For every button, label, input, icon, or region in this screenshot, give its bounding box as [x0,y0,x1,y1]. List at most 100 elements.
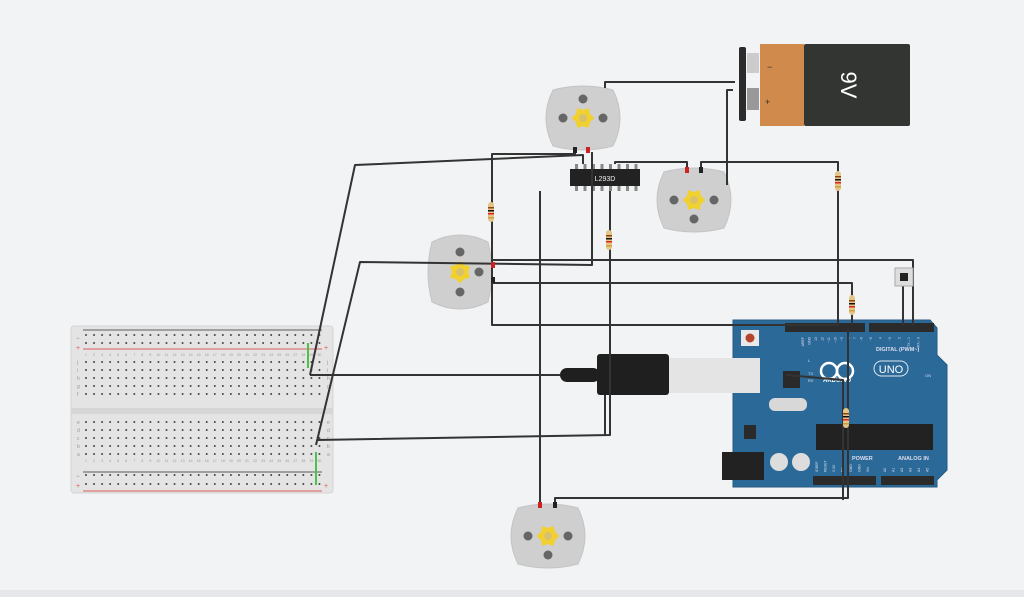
breadboard-hole[interactable] [165,377,168,379]
breadboard-hole[interactable] [149,421,152,423]
breadboard-hole[interactable] [149,393,152,395]
breadboard-hole[interactable] [254,369,257,371]
breadboard-hole[interactable] [270,334,273,336]
analog-header[interactable] [881,476,934,485]
breadboard-hole[interactable] [173,474,176,476]
breadboard-hole[interactable] [213,421,216,423]
breadboard-hole[interactable] [85,453,87,455]
breadboard-hole[interactable] [229,377,232,379]
breadboard-hole[interactable] [294,342,297,344]
breadboard-hole[interactable] [157,474,160,476]
breadboard-hole[interactable] [270,429,273,431]
breadboard-hole[interactable] [286,334,289,336]
breadboard-hole[interactable] [213,369,216,371]
resistor[interactable] [843,408,849,428]
power-header[interactable] [813,476,876,485]
breadboard-hole[interactable] [157,361,160,363]
breadboard-hole[interactable] [133,334,136,336]
breadboard-hole[interactable] [141,369,144,371]
breadboard-hole[interactable] [262,429,265,431]
breadboard-hole[interactable] [141,483,144,485]
breadboard-hole[interactable] [85,474,87,476]
breadboard-hole[interactable] [125,369,128,371]
breadboard-hole[interactable] [286,445,289,447]
breadboard-hole[interactable] [302,429,305,431]
breadboard-hole[interactable] [278,445,281,447]
breadboard-hole[interactable] [278,421,281,423]
breadboard-hole[interactable] [302,334,305,336]
breadboard-hole[interactable] [85,445,87,447]
breadboard-hole[interactable] [133,385,136,387]
l293d-chip[interactable]: L293D [570,164,640,191]
breadboard-hole[interactable] [278,437,281,439]
breadboard-hole[interactable] [85,483,87,485]
breadboard-hole[interactable] [262,369,265,371]
breadboard-hole[interactable] [181,483,184,485]
wire[interactable] [700,161,839,325]
breadboard-hole[interactable] [270,361,273,363]
breadboard-hole[interactable] [141,393,144,395]
breadboard-hole[interactable] [125,474,128,476]
breadboard-hole[interactable] [262,393,265,395]
breadboard-hole[interactable] [254,385,257,387]
breadboard-hole[interactable] [229,437,232,439]
breadboard-hole[interactable] [213,483,216,485]
breadboard-hole[interactable] [262,421,265,423]
breadboard-hole[interactable] [173,421,176,423]
breadboard-hole[interactable] [270,385,273,387]
breadboard-hole[interactable] [149,369,152,371]
breadboard-hole[interactable] [85,342,87,344]
breadboard-hole[interactable] [237,429,240,431]
breadboard-hole[interactable] [229,342,232,344]
breadboard-hole[interactable] [229,429,232,431]
breadboard-hole[interactable] [286,361,289,363]
breadboard-hole[interactable] [254,445,257,447]
breadboard-hole[interactable] [133,429,136,431]
breadboard-hole[interactable] [189,334,192,336]
breadboard-hole[interactable] [310,445,313,447]
breadboard-hole[interactable] [101,453,104,455]
breadboard-hole[interactable] [294,437,297,439]
breadboard-hole[interactable] [149,334,152,336]
breadboard-hole[interactable] [229,385,232,387]
breadboard-hole[interactable] [133,342,136,344]
breadboard-hole[interactable] [229,483,232,485]
breadboard-hole[interactable] [117,334,120,336]
breadboard-hole[interactable] [165,369,168,371]
breadboard-hole[interactable] [117,385,120,387]
battery-9v[interactable]: −+9V [739,44,910,126]
breadboard-hole[interactable] [286,377,289,379]
breadboard-hole[interactable] [85,377,87,379]
breadboard-hole[interactable] [101,377,104,379]
breadboard-hole[interactable] [262,342,265,344]
breadboard-hole[interactable] [101,369,104,371]
breadboard-hole[interactable] [286,437,289,439]
breadboard-hole[interactable] [318,393,321,395]
breadboard-hole[interactable] [85,437,87,439]
breadboard-hole[interactable] [101,421,104,423]
breadboard-hole[interactable] [93,385,96,387]
breadboard-hole[interactable] [205,453,208,455]
breadboard-hole[interactable] [302,361,305,363]
breadboard-hole[interactable] [310,393,313,395]
breadboard-hole[interactable] [197,393,200,395]
breadboard-hole[interactable] [213,361,216,363]
breadboard-hole[interactable] [246,453,248,455]
breadboard-hole[interactable] [221,377,224,379]
breadboard-hole[interactable] [237,393,240,395]
breadboard-hole[interactable] [149,474,152,476]
breadboard-hole[interactable] [205,429,208,431]
breadboard-hole[interactable] [149,361,152,363]
breadboard-hole[interactable] [149,453,152,455]
breadboard-hole[interactable] [318,437,321,439]
breadboard-hole[interactable] [278,342,281,344]
breadboard-hole[interactable] [310,483,313,485]
breadboard-hole[interactable] [157,453,160,455]
resistor[interactable] [835,171,841,191]
breadboard-hole[interactable] [262,334,265,336]
breadboard-hole[interactable] [125,342,128,344]
breadboard-hole[interactable] [189,393,192,395]
breadboard-hole[interactable] [117,445,120,447]
breadboard-hole[interactable] [294,453,297,455]
